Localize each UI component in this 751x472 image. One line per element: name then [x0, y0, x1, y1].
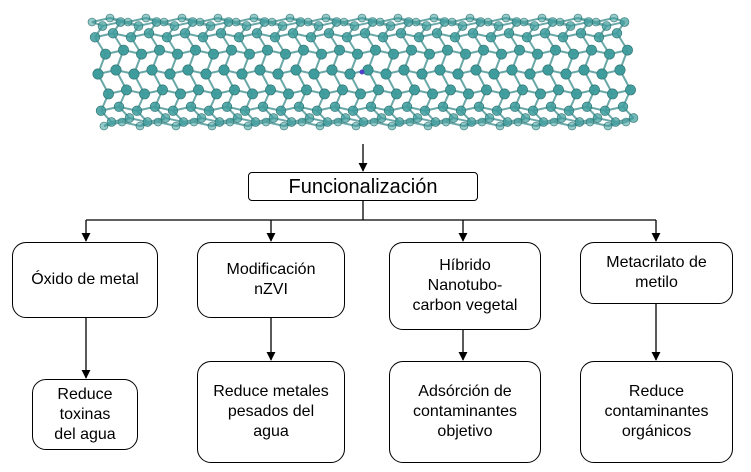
result-label-2: Reduce metales pesados del agua — [213, 383, 329, 440]
method-label-2: Modificación nZVI — [226, 261, 316, 298]
carbon-nanotube-image — [87, 13, 639, 131]
method-box-4: Metacrilato de metilo — [580, 242, 733, 304]
method-label-3: Híbrido Nanotubo- carbon vegetal — [412, 257, 518, 314]
result-label-3: Adsórción de contaminantes objetivo — [412, 383, 518, 440]
method-label-1: Óxido de metal — [31, 271, 139, 288]
result-box-4: Reduce contaminantes orgánicos — [580, 361, 733, 463]
method-box-1: Óxido de metal — [12, 242, 158, 318]
method-box-2: Modificación nZVI — [197, 242, 345, 318]
result-label-4: Reduce contaminantes orgánicos — [604, 383, 709, 440]
result-box-1: Reduce toxinas del agua — [32, 379, 138, 450]
result-label-1: Reduce toxinas del agua — [54, 385, 116, 443]
nanotube-atoms — [87, 13, 639, 131]
method-label-4: Metacrilato de metilo — [606, 254, 707, 291]
nanotube-dopant-atom — [359, 69, 365, 75]
result-box-2: Reduce metales pesados del agua — [197, 361, 345, 463]
method-box-3: Híbrido Nanotubo- carbon vegetal — [389, 242, 541, 330]
root-box-funcionalizacion: Funcionalización — [248, 172, 478, 201]
root-label: Funcionalización — [288, 175, 438, 198]
result-box-3: Adsórción de contaminantes objetivo — [389, 361, 541, 463]
